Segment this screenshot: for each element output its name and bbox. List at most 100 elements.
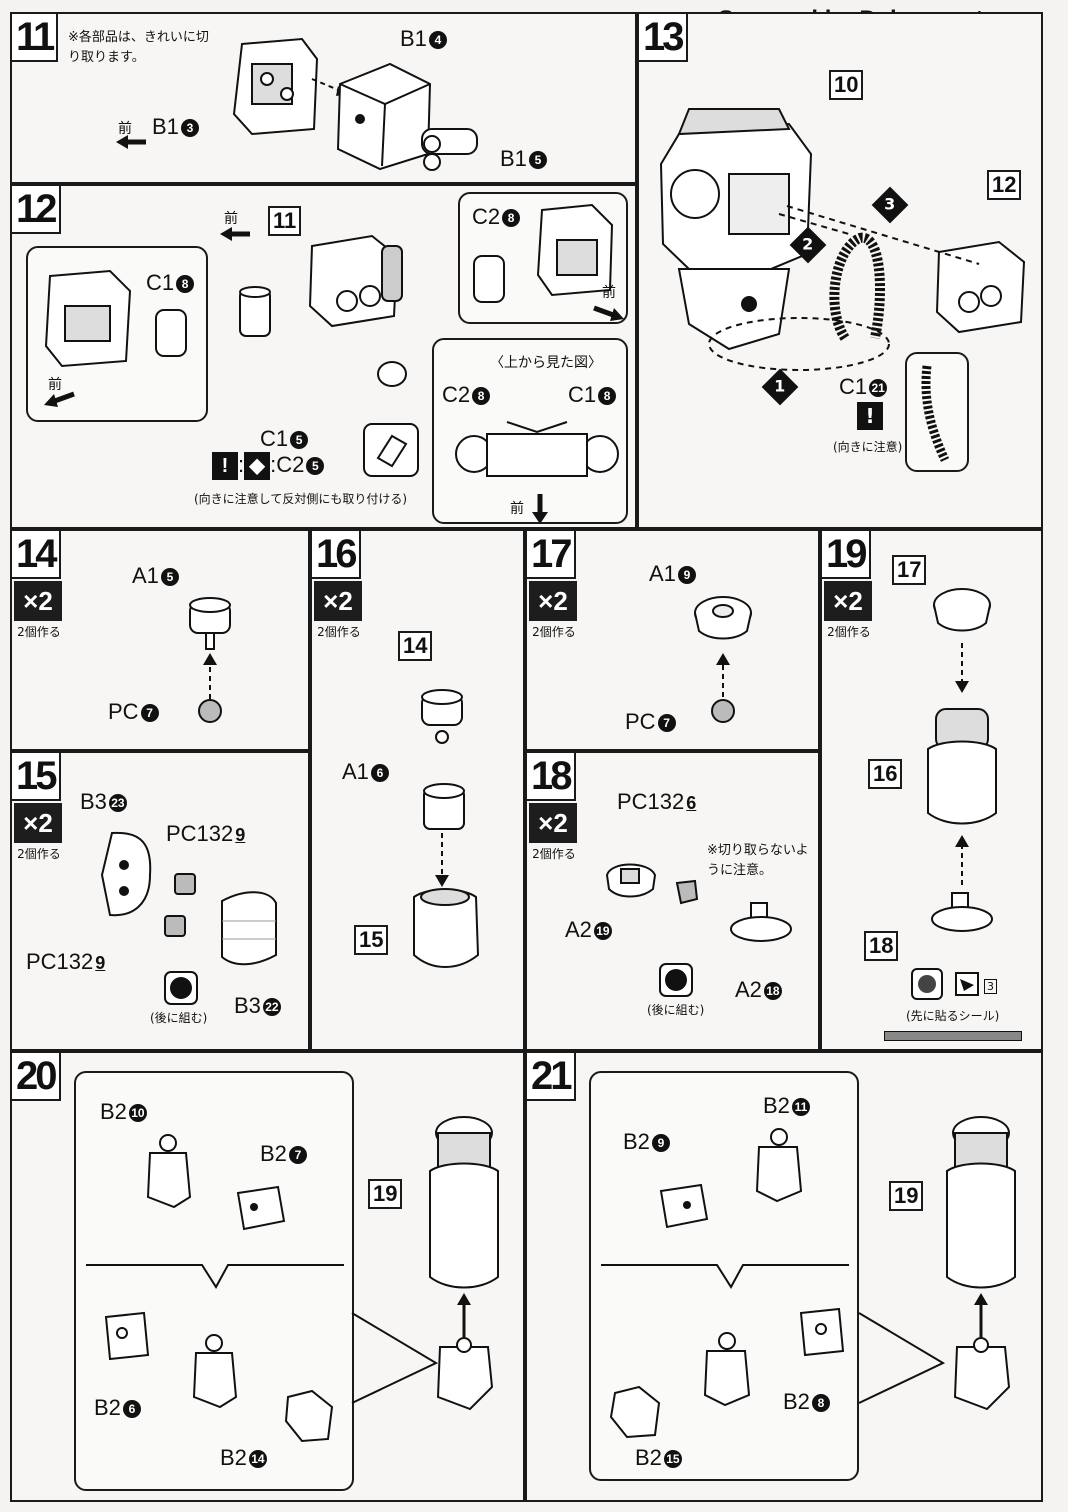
front-indicator: 前 (118, 121, 132, 137)
arrow-up-dashed (203, 653, 217, 699)
part-number: 7 (288, 1146, 307, 1165)
step-number: 11 (12, 14, 59, 62)
hose-detail-inset (905, 352, 969, 472)
step-19-panel: 19 ×2 2個作る 17 16 18 3 (先に貼るシール) (820, 529, 1043, 1051)
foot-core-illustration (755, 1128, 803, 1203)
caution-icon: ! (212, 452, 238, 480)
quantity-badge: ×2 (314, 581, 362, 621)
toe-illustration (284, 1389, 334, 1443)
assembly-dashed-lines (708, 205, 980, 371)
foot-joint-illustration (104, 1311, 150, 1361)
quantity-note: 2個作る (532, 625, 576, 639)
collar-illustration (423, 783, 465, 830)
quantity-note: 2個作る (827, 625, 871, 639)
step-number: 16 (312, 531, 361, 579)
arrow-down-dashed (955, 643, 969, 693)
quantity-badge: ×2 (14, 581, 62, 621)
cylinder-part-illustration (421, 128, 478, 171)
part-code: A2 (735, 977, 762, 1002)
part-code: A1 (132, 563, 159, 588)
part-code: C2 (442, 382, 471, 407)
part-number: 14 (248, 1450, 267, 1469)
part-number: 4 (428, 31, 447, 50)
top-view-inset (432, 338, 628, 524)
part-code: B2 (635, 1445, 662, 1470)
foot-core-illustration-2 (703, 1332, 751, 1407)
part-code: PC (625, 709, 656, 734)
step-number: 13 (639, 14, 688, 62)
part-number: 9 (95, 953, 106, 974)
foot-core-illustration (146, 1134, 192, 1209)
part-number: 9 (677, 566, 696, 585)
polycap-square-illustration-2 (164, 915, 186, 937)
c-joint-right-illustration (473, 255, 505, 303)
part-number: 8 (598, 387, 617, 406)
part-code: C1 (146, 270, 175, 295)
arrow-up-dashed (716, 653, 730, 697)
step-number: 12 (12, 186, 61, 234)
callout-pointer (858, 1312, 946, 1404)
shell-half-illustration (100, 831, 152, 917)
toe-illustration (609, 1385, 661, 1439)
step-number: 15 (12, 753, 61, 801)
part-code: B1 (400, 26, 427, 51)
part-number: 10 (128, 1104, 147, 1123)
step-ref-17: 17 (892, 555, 927, 585)
small-cap-illustration (377, 361, 407, 387)
step-number: 18 (527, 753, 576, 801)
part-number: 6 (370, 764, 389, 783)
step-ref-18: 18 (864, 931, 899, 961)
front-arrow-icon (593, 305, 624, 321)
part-code: C2 (472, 204, 501, 229)
front-arrow-icon (116, 135, 146, 149)
socket-illustration (421, 689, 463, 744)
cylinder-cap-illustration (239, 286, 271, 337)
front-indicator: 前 (224, 211, 238, 227)
part-number: 3 (180, 119, 199, 138)
foot-core-illustration-2 (192, 1334, 238, 1409)
sticker-note: (先に貼るシール) (906, 1009, 1000, 1023)
step-ref-19: 19 (368, 1179, 403, 1209)
quantity-note: 2個作る (17, 625, 61, 639)
quantity-badge: ×2 (14, 803, 62, 843)
part-code: C1 (839, 374, 868, 399)
module-12-illustration (935, 240, 1026, 334)
part-number: 5 (306, 457, 325, 476)
step-ref-19: 19 (889, 1181, 924, 1211)
sticker-strip (884, 1031, 1022, 1041)
frame-left-illustration (44, 269, 132, 368)
foot-joint-illustration (799, 1307, 845, 1357)
part-code: B3 (234, 993, 261, 1018)
part-number: 5 (528, 151, 547, 170)
frame-right-illustration (536, 203, 614, 297)
c-joint-illustration (155, 309, 187, 357)
caution-icon: ! (857, 402, 883, 430)
part-number: 9 (235, 825, 246, 846)
caution-text: (向きに注意) (833, 440, 903, 454)
step-number: 21 (527, 1053, 576, 1101)
arrow-up-solid (457, 1293, 471, 1337)
part-code: PC132 (617, 789, 685, 814)
block-part-illustration (336, 62, 432, 171)
